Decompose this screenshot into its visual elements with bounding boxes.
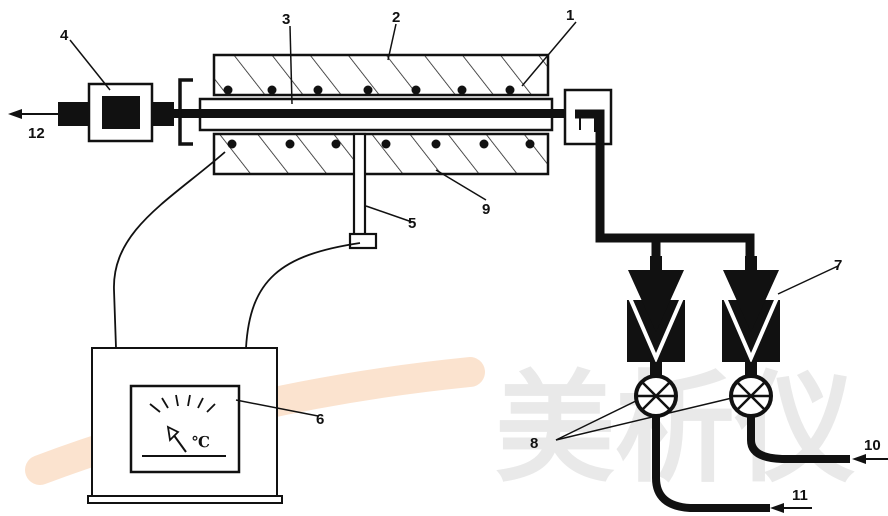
controller-base (87, 495, 283, 504)
wire-furnace-to-controller (113, 151, 226, 349)
furnace (212, 53, 550, 176)
left-clamp (178, 78, 193, 146)
inlet-arrow-11 (770, 503, 812, 513)
leader-4 (69, 39, 111, 91)
furnace-lower-wall (212, 132, 550, 176)
leader-2 (387, 23, 397, 61)
leader-7 (777, 265, 839, 295)
inlet-pipe-10 (747, 416, 850, 463)
gas-pipe (575, 109, 755, 260)
label-8: 8 (530, 435, 538, 452)
connector-core (102, 96, 140, 129)
heating-element-dots (223, 85, 535, 149)
wire-thermocouple-to-controller (245, 242, 361, 349)
wires (113, 151, 361, 349)
inlet-pipe-11 (652, 416, 770, 512)
watermark-text: 美析仪 (495, 360, 855, 499)
leader-8b (555, 397, 733, 441)
leader-5 (365, 205, 413, 223)
label-9: 9 (482, 201, 490, 218)
part-labels: 1 2 3 4 5 6 7 8 9 10 11 12 (28, 7, 881, 504)
inlet-arrow-10 (852, 454, 888, 464)
temperature-controller: ℃ (87, 347, 283, 504)
flowmeter-right (722, 256, 780, 364)
label-6: 6 (316, 411, 324, 428)
gauge-unit: ℃ (192, 435, 210, 451)
gauge-needle (166, 425, 187, 453)
label-10: 10 (864, 437, 881, 454)
connector-right-fitting (152, 102, 174, 126)
tube-core-line (84, 109, 602, 118)
leader-3 (289, 25, 293, 105)
inlet-pipes (652, 416, 850, 512)
leader-9 (435, 169, 487, 201)
label-12: 12 (28, 125, 45, 142)
label-5: 5 (408, 215, 416, 232)
leader-6 (235, 399, 319, 417)
combustion-tube (84, 97, 602, 132)
leader-8a (555, 399, 639, 441)
label-11: 11 (792, 487, 808, 504)
connector (58, 82, 174, 143)
gauge-scale (149, 394, 216, 413)
leader-lines (69, 21, 839, 441)
thermocouple (348, 132, 378, 250)
furnace-upper-wall (212, 53, 550, 97)
connector-left-fitting (58, 102, 90, 126)
flowmeter-left (627, 256, 685, 364)
gauge-panel (129, 384, 241, 474)
label-2: 2 (392, 9, 400, 26)
label-7: 7 (834, 257, 842, 274)
leader-1 (521, 21, 577, 87)
label-4: 4 (60, 27, 69, 44)
label-3: 3 (282, 11, 290, 28)
label-1: 1 (566, 7, 574, 24)
outlet-arrow (8, 109, 58, 119)
